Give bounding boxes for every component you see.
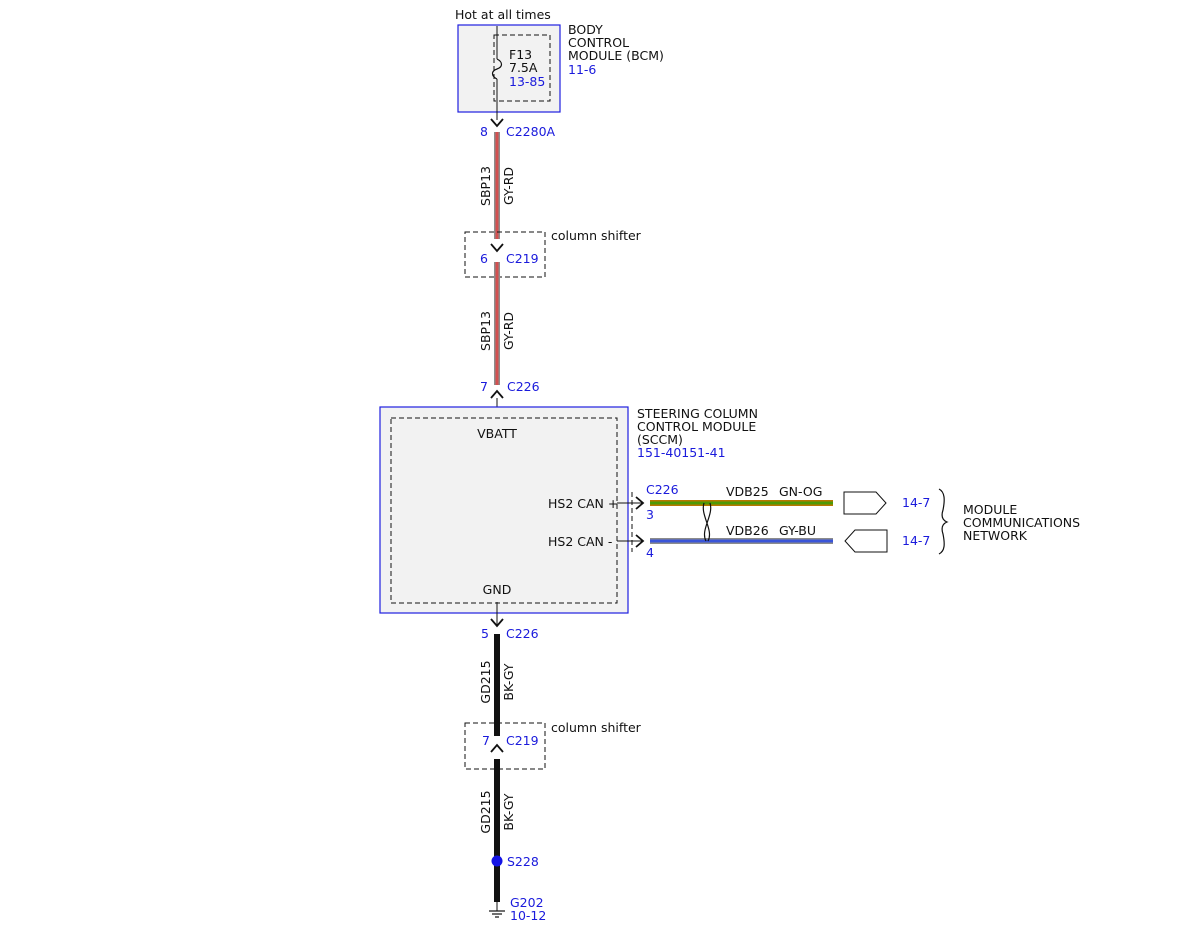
gd215-upper-color: BK-GY xyxy=(501,663,516,700)
vdb26-circuit: VDB26 xyxy=(726,523,769,538)
c219-lower-location: column shifter xyxy=(551,720,642,735)
sccm-ref-link[interactable]: 151-40151-41 xyxy=(637,445,726,460)
fuse-symbol xyxy=(491,58,503,80)
c219-lower-connector-symbol xyxy=(490,743,504,753)
c219-lower-name-link[interactable]: C219 xyxy=(506,733,539,748)
gd215-upper-wire xyxy=(494,634,500,736)
bcm-module-box xyxy=(457,24,561,113)
ground-g202-link[interactable]: G202 xyxy=(510,895,544,910)
c219-lower-location-box xyxy=(464,722,546,770)
network-brace xyxy=(938,488,949,555)
bcm-name-line-3: MODULE (BCM) xyxy=(568,48,664,63)
c226-gnd-connector-symbol xyxy=(490,618,504,628)
splice-s228-dot xyxy=(491,855,503,867)
vdb25-color: GN-OG xyxy=(779,484,822,499)
bcm-name-line-1: BODY xyxy=(568,22,603,37)
c226-vbatt-pin: 7 xyxy=(480,379,488,394)
c219-upper-location-box xyxy=(464,231,546,278)
c219-upper-pin: 6 xyxy=(480,251,488,266)
sccm-inner-box xyxy=(390,417,618,604)
sbp13-upper-wire-core xyxy=(495,132,499,239)
c226-vbatt-name-link[interactable]: C226 xyxy=(507,379,540,394)
sbp13-lower-circuit: SBP13 xyxy=(478,311,493,351)
c2280a-pin: 8 xyxy=(480,124,488,139)
sccm-can-plus-pin-label: HS2 CAN + xyxy=(548,496,618,511)
c226-gnd-pin: 5 xyxy=(481,626,489,641)
sbp13-upper-color: GY-RD xyxy=(501,167,516,205)
c226-gnd-name-link[interactable]: C226 xyxy=(506,626,539,641)
bcm-ref-link[interactable]: 11-6 xyxy=(568,62,596,77)
c226-can-minus-connector-symbol xyxy=(635,534,645,548)
c2280a-name-link[interactable]: C2280A xyxy=(506,124,556,139)
c226-can-minus-pin: 4 xyxy=(646,545,654,560)
sbp13-lower-wire-core xyxy=(495,262,499,385)
sccm-can-minus-pin-label: HS2 CAN - xyxy=(548,534,612,549)
sccm-name-line-2: CONTROL MODULE xyxy=(637,419,756,434)
c219-upper-connector-symbol xyxy=(490,243,504,253)
fuse-ref-link[interactable]: 13-85 xyxy=(509,74,545,89)
fuse-id: F13 xyxy=(509,47,532,62)
sccm-gnd-pin-label: GND xyxy=(483,582,512,597)
bcm-name-line-2: CONTROL xyxy=(568,35,629,50)
sccm-name-line-1: STEERING COLUMN xyxy=(637,406,758,421)
gd215-lower-wire xyxy=(494,759,500,902)
gd215-upper-circuit: GD215 xyxy=(478,660,493,703)
c219-upper-location: column shifter xyxy=(551,228,642,243)
splice-s228-link[interactable]: S228 xyxy=(507,854,539,869)
sccm-vbatt-pin-label: VBATT xyxy=(477,426,517,441)
ground-ref-link[interactable]: 10-12 xyxy=(510,908,546,923)
vdb25-circuit: VDB25 xyxy=(726,484,769,499)
gd215-lower-circuit: GD215 xyxy=(478,790,493,833)
network-name-line-3: NETWORK xyxy=(963,528,1028,543)
twisted-pair-symbol xyxy=(702,502,712,542)
gd215-lower-color: BK-GY xyxy=(501,793,516,830)
c2280a-connector-symbol xyxy=(490,118,504,128)
c226-can-plus-connector-symbol xyxy=(635,496,645,510)
vdb26-wire-core xyxy=(650,539,833,543)
vdb25-wire-core xyxy=(650,501,833,505)
sccm-module-box xyxy=(379,406,629,614)
fuse-rating: 7.5A xyxy=(509,60,538,75)
network-ref-minus-link[interactable]: 14-7 xyxy=(902,533,930,548)
c226-can-name-link[interactable]: C226 xyxy=(646,482,679,497)
c219-lower-pin: 7 xyxy=(482,733,490,748)
network-name-line-2: COMMUNICATIONS xyxy=(963,515,1080,530)
network-ref-plus-link[interactable]: 14-7 xyxy=(902,495,930,510)
network-connector-in xyxy=(844,529,888,553)
supply-label: Hot at all times xyxy=(455,7,551,22)
sbp13-upper-circuit: SBP13 xyxy=(478,166,493,206)
c219-upper-name-link[interactable]: C219 xyxy=(506,251,539,266)
network-connector-out xyxy=(843,491,887,515)
c226-can-plus-pin: 3 xyxy=(646,507,654,522)
sbp13-lower-color: GY-RD xyxy=(501,312,516,350)
bcm-fuse-box xyxy=(493,34,551,102)
c226-vbatt-connector-symbol xyxy=(490,389,504,399)
sccm-name-line-3: (SCCM) xyxy=(637,432,683,447)
vdb26-color: GY-BU xyxy=(779,523,816,538)
network-name-line-1: MODULE xyxy=(963,502,1017,517)
